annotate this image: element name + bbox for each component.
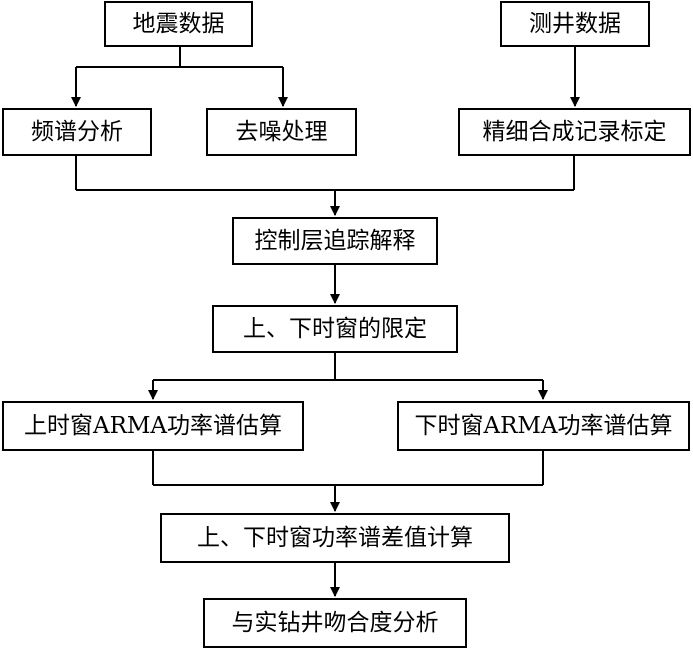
node-time-window: 上、下时窗的限定	[212, 305, 458, 353]
node-horizon-tracking: 控制层追踪解释	[232, 217, 438, 265]
node-lower-arma: 下时窗ARMA功率谱估算	[397, 401, 690, 451]
node-synthetic-calibration: 精细合成记录标定	[458, 108, 691, 156]
node-well-data: 测井数据	[500, 1, 650, 47]
node-well-match: 与实钻井吻合度分析	[203, 598, 467, 648]
node-upper-arma: 上时窗ARMA功率谱估算	[2, 401, 304, 451]
node-seismic-data: 地震数据	[104, 1, 253, 47]
node-spectrum-analysis: 频谱分析	[2, 108, 152, 156]
node-power-diff: 上、下时窗功率谱差值计算	[160, 513, 510, 563]
node-denoising: 去噪处理	[206, 108, 357, 156]
